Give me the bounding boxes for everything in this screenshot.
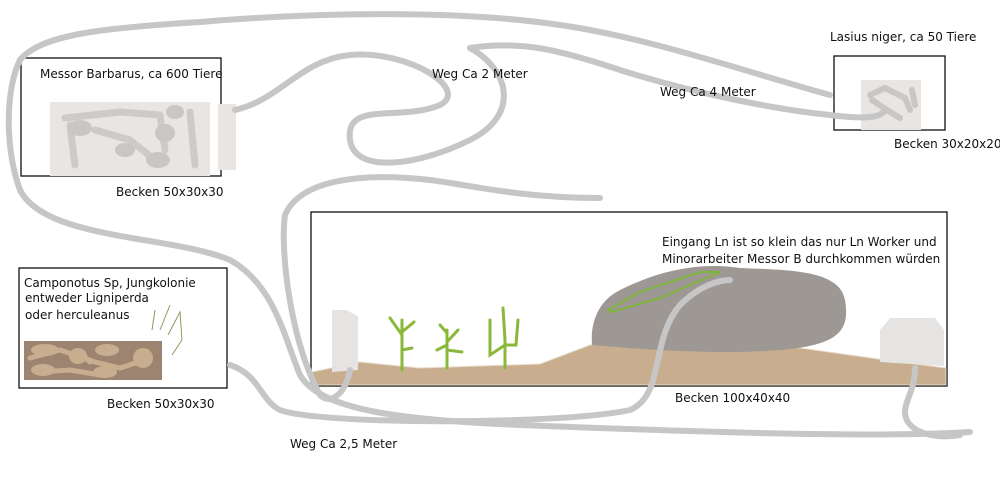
camponotus-title-1: Camponotus Sp, Jungkolonie bbox=[24, 276, 196, 290]
main-tank-scene bbox=[311, 266, 947, 386]
lasius-nest bbox=[861, 80, 921, 130]
main-note-1: Eingang Ln ist so klein das nur Ln Worke… bbox=[662, 235, 937, 249]
camponotus-title-3: oder herculeanus bbox=[25, 308, 129, 322]
camponotus-nest bbox=[24, 304, 183, 380]
main-note-2: Minorarbeiter Messor B durchkommen würde… bbox=[662, 252, 940, 266]
tube-messor-loop bbox=[232, 45, 507, 166]
path-label-2m: Weg Ca 2 Meter bbox=[432, 67, 528, 81]
tube-to-lasius bbox=[467, 42, 888, 121]
tube-main-left bbox=[280, 174, 603, 402]
lasius-size: Becken 30x20x20 bbox=[894, 137, 1000, 151]
tube-camponotus-main bbox=[227, 277, 733, 425]
messor-size: Becken 50x30x30 bbox=[116, 185, 224, 199]
tube-bottom bbox=[5, 57, 973, 438]
tube-system bbox=[5, 11, 973, 440]
lasius-title: Lasius niger, ca 50 Tiere bbox=[830, 30, 976, 44]
camponotus-title-2: entweder Ligniperda bbox=[25, 291, 149, 305]
main-size: Becken 100x40x40 bbox=[675, 391, 790, 405]
messor-title: Messor Barbarus, ca 600 Tiere bbox=[40, 67, 222, 81]
tube-main-right bbox=[902, 365, 963, 440]
tube-top bbox=[17, 11, 833, 98]
camponotus-size: Becken 50x30x30 bbox=[107, 397, 215, 411]
path-label-4m: Weg Ca 4 Meter bbox=[660, 85, 756, 99]
path-label-2-5m: Weg Ca 2,5 Meter bbox=[290, 437, 397, 451]
messor-nest bbox=[50, 102, 236, 176]
